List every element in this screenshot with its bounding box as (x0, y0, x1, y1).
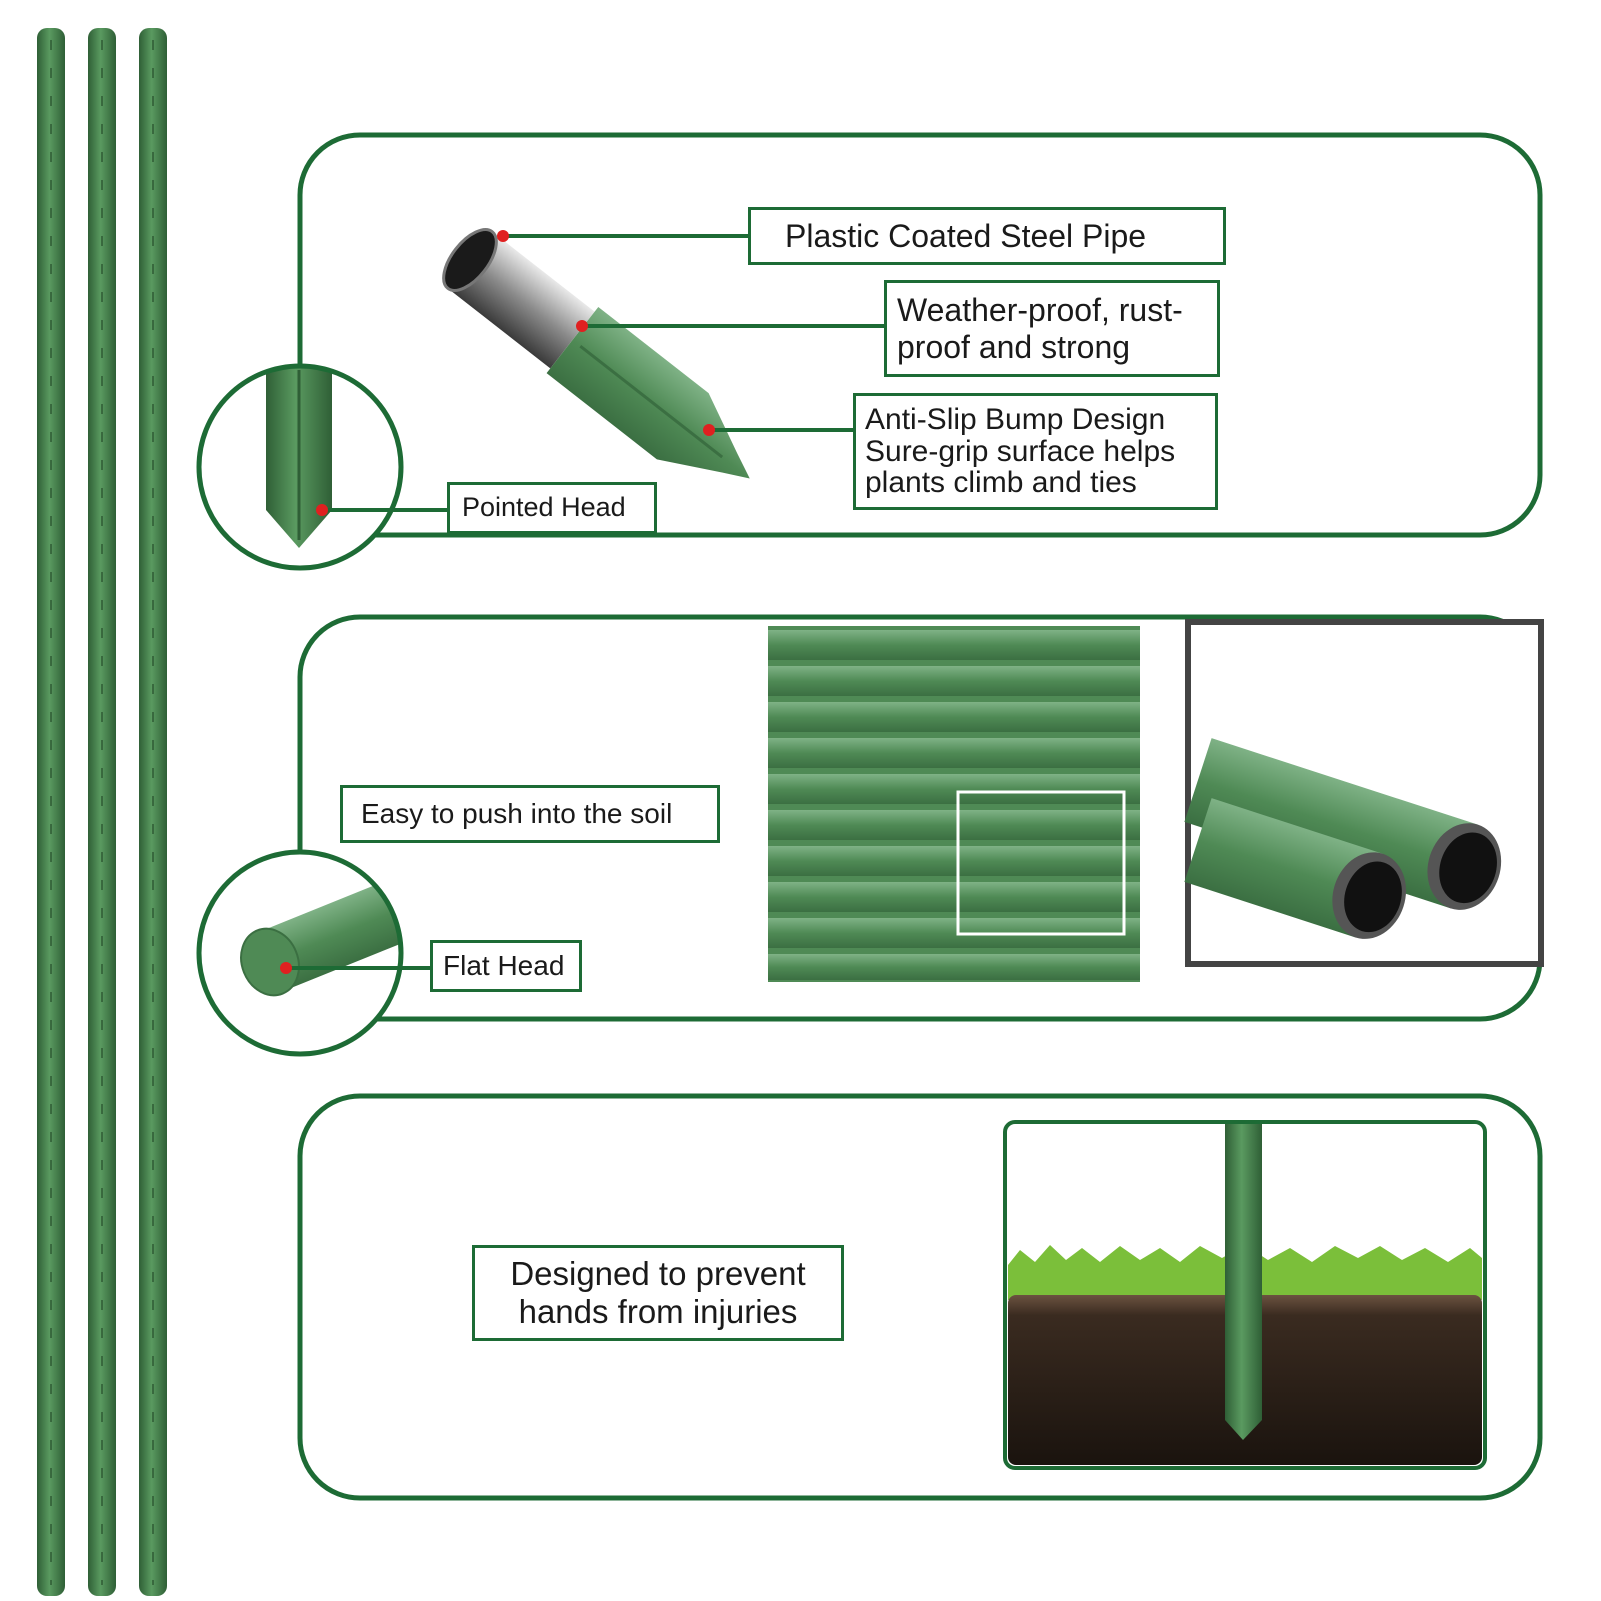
flat-head-label: Flat Head (430, 940, 582, 992)
plastic-coated-label: Plastic Coated Steel Pipe (748, 207, 1226, 265)
flat-tip-icon (196, 849, 404, 1057)
soil-photo (1003, 1120, 1487, 1470)
pointed-tip-icon (196, 363, 404, 571)
callout-markers (280, 230, 715, 974)
callout-lines (286, 234, 884, 970)
pointed-head-label: Pointed Head (447, 482, 657, 534)
steel-pipe-icon (442, 228, 750, 479)
designed-label: Designed to prevent hands from injuries (472, 1245, 844, 1341)
tube-ends-photo (1184, 619, 1544, 967)
garden-stake-icon (37, 28, 167, 1596)
anti-slip-label: Anti-Slip Bump Design Sure-grip surface … (853, 393, 1218, 510)
stacked-stakes-photo (768, 626, 1140, 982)
weather-proof-label: Weather-proof, rust- proof and strong (884, 280, 1220, 377)
easy-push-label: Easy to push into the soil (340, 785, 720, 843)
